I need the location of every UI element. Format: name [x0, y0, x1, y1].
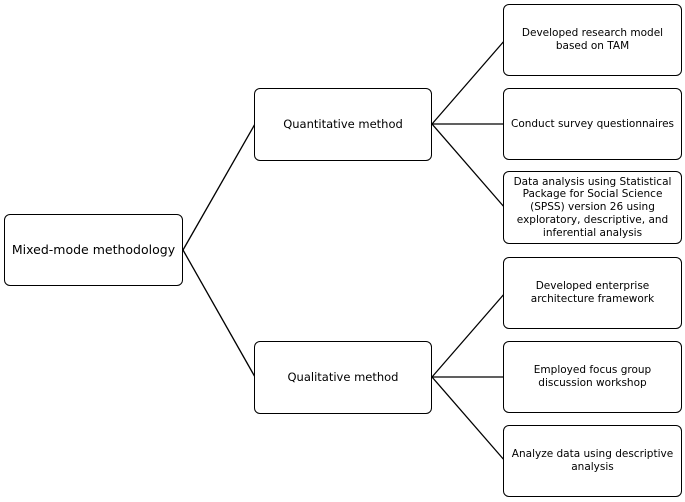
connector-root-quantitative	[182, 123, 256, 251]
node-label: Quantitative method	[283, 117, 403, 132]
node-label: Conduct survey questionnaires	[510, 117, 674, 130]
node-label: Mixed-mode methodology	[11, 242, 176, 258]
node-descriptive-analysis: Analyze data using descriptive analysis	[503, 425, 682, 497]
node-label: Qualitative method	[287, 370, 399, 385]
node-survey-questionnaires: Conduct survey questionnaires	[503, 88, 682, 160]
connector-qualitative-ea-framework	[431, 292, 506, 378]
node-label: Developed research model based on TAM	[521, 27, 664, 52]
node-label: Developed enterprise architecture framew…	[530, 280, 655, 305]
node-label: Analyze data using descriptive analysis	[511, 448, 674, 473]
connector-root-qualitative	[182, 249, 256, 378]
node-ea-framework: Developed enterprise architecture framew…	[503, 257, 682, 329]
connector-quantitative-data-analysis	[431, 123, 506, 209]
node-quantitative-method: Quantitative method	[254, 88, 432, 161]
node-qualitative-method: Qualitative method	[254, 341, 432, 414]
node-label: Employed focus group discussion workshop	[533, 364, 652, 389]
node-label: Data analysis using Statistical Package …	[513, 175, 672, 239]
node-research-model-tam: Developed research model based on TAM	[503, 4, 682, 76]
node-mixed-mode-methodology: Mixed-mode methodology	[4, 214, 183, 286]
connector-qualitative-descriptive-analysis	[431, 376, 506, 462]
connector-quantitative-research-model	[431, 39, 506, 125]
node-focus-group-workshop: Employed focus group discussion workshop	[503, 341, 682, 413]
node-spss-data-analysis: Data analysis using Statistical Package …	[503, 171, 682, 244]
